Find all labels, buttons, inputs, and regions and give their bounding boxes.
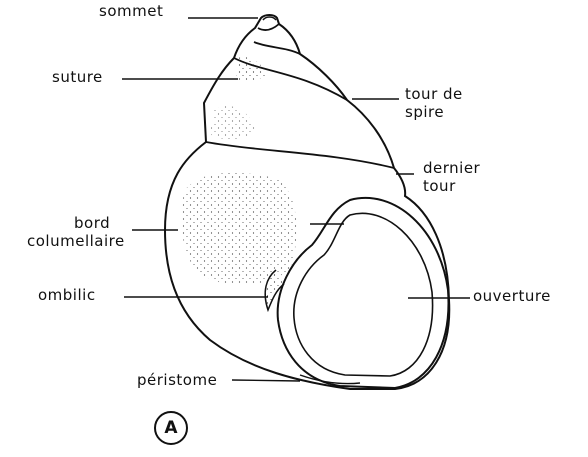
label-body-whorl-line2: tour — [423, 178, 456, 195]
label-spire-whorl-line2: spire — [405, 104, 444, 121]
label-umbilicus: ombilic — [38, 287, 96, 304]
panel-letter-badge: A — [154, 411, 188, 445]
label-spire-whorl-line1: tour de — [405, 86, 463, 103]
shell-shading — [181, 173, 296, 285]
label-apex: sommet — [99, 3, 163, 20]
label-suture: suture — [52, 69, 103, 86]
label-columellar-lip-line1: bord — [74, 215, 110, 232]
label-body-whorl-line1: dernier — [423, 160, 480, 177]
label-peristome: péristome — [137, 372, 217, 389]
label-columellar-lip-line2: columellaire — [27, 233, 125, 250]
leader-peristome — [232, 380, 300, 381]
label-aperture: ouverture — [473, 288, 551, 305]
